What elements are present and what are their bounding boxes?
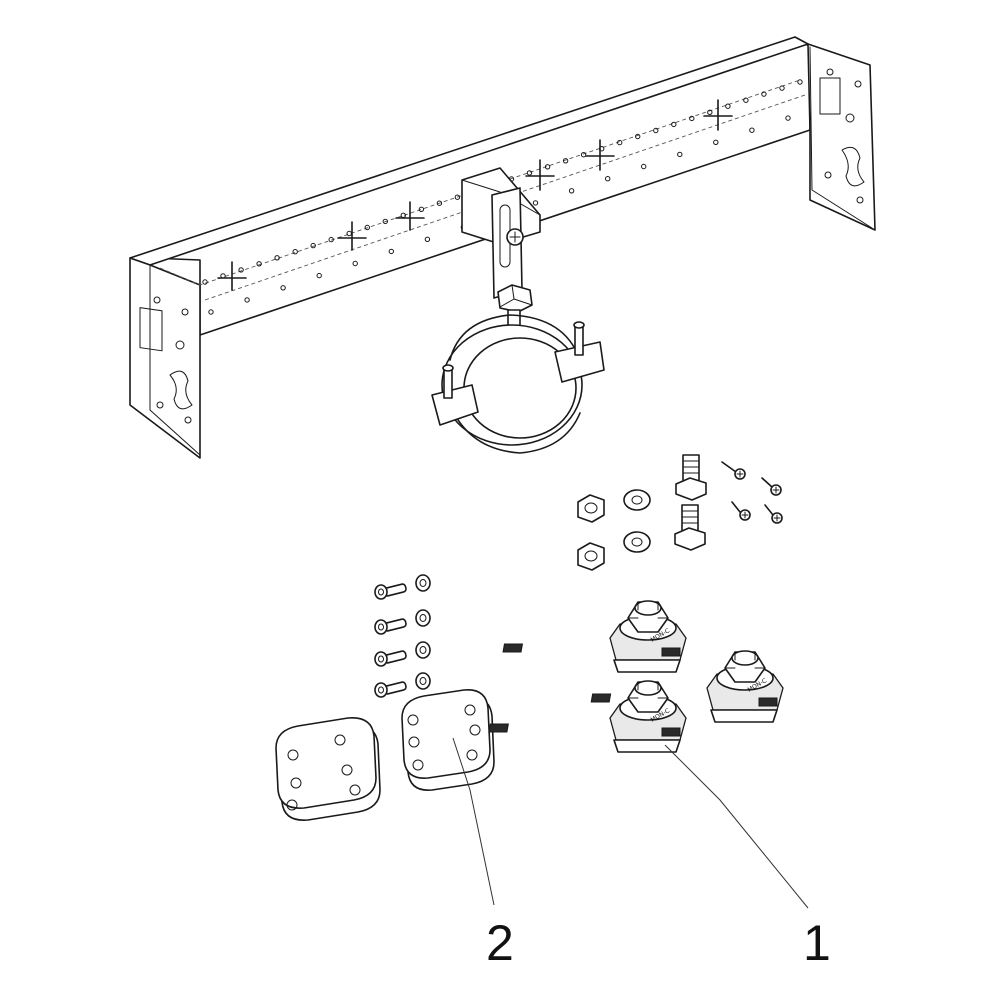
hex-bolt-2 <box>674 504 706 551</box>
small-bolt-set <box>374 574 431 698</box>
hex-bolt-1 <box>675 454 707 501</box>
callout-1-label: 1 <box>803 915 831 971</box>
clamp-right-lug <box>554 341 605 383</box>
small-washer-4 <box>415 672 431 690</box>
callout-2-label: 2 <box>486 915 514 971</box>
screw-1 <box>721 461 746 480</box>
rail-left-slot <box>139 307 163 352</box>
callout-2: 2 <box>452 737 514 971</box>
washer-2 <box>623 531 651 553</box>
hex-nut-1 <box>577 494 605 523</box>
small-bolt-3 <box>374 650 407 667</box>
rail-clamp-2: MON-C <box>590 650 784 723</box>
rail-right-slot <box>819 77 841 115</box>
hanger-hex-nut <box>497 284 533 313</box>
screw-4 <box>764 504 783 524</box>
rail-left-end-plate <box>129 257 201 459</box>
hex-nut-2 <box>577 542 605 571</box>
rail-clamp-3: MON-C <box>488 680 687 753</box>
rail-clamp-1: MON-C <box>502 600 687 673</box>
rubber-pads <box>275 689 495 821</box>
small-washer-1 <box>415 574 431 592</box>
fastener-kit <box>577 454 783 571</box>
clamp-left-bolt <box>443 367 453 399</box>
rubber-pad-left <box>275 717 381 821</box>
clamp-right-bolt <box>574 324 584 356</box>
small-bolt-2 <box>374 618 407 635</box>
small-bolt-1 <box>374 583 407 600</box>
callout-1-leader <box>664 744 809 909</box>
callout-1: 1 <box>664 744 831 971</box>
small-washer-3 <box>415 641 431 659</box>
small-bolt-4 <box>374 681 407 698</box>
screw-3 <box>731 501 751 521</box>
rail-right-keyhole <box>841 146 865 187</box>
screw-2 <box>761 477 782 496</box>
rubber-pad-right <box>401 689 495 791</box>
washer-1 <box>623 489 651 511</box>
callout-2-leader <box>452 737 495 906</box>
pipe-hanger-assembly <box>431 167 605 454</box>
rail-right-end-plate <box>807 43 876 231</box>
small-washer-2 <box>415 609 431 627</box>
rail-left-keyhole <box>169 370 193 410</box>
